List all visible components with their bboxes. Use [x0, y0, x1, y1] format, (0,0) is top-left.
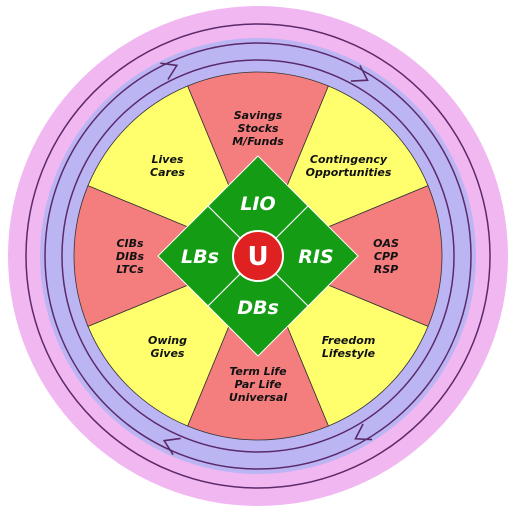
- segment-label-line: Par Life: [234, 378, 282, 391]
- segment-label-line: Savings: [234, 109, 283, 122]
- arrow-head: [350, 65, 369, 82]
- segment-label-line: DIBs: [116, 250, 145, 263]
- segment-label-line: Lives: [152, 153, 184, 166]
- segment-label-line: Universal: [229, 391, 288, 404]
- segment-label-line: OAS: [373, 237, 399, 250]
- arrow-head: [162, 437, 181, 456]
- center-circle: [232, 230, 284, 282]
- segment-label-line: Contingency: [310, 153, 388, 166]
- arrows-group: [160, 62, 373, 456]
- outer-ring-line-2: [44, 42, 472, 470]
- arrow-head: [160, 62, 179, 80]
- circular-arrow-icon: [160, 62, 179, 80]
- outer-ring-line-1: [25, 23, 491, 489]
- segment-label-line: Freedom: [322, 334, 376, 347]
- inner-ring-line: [61, 59, 455, 453]
- segment-label-line: RSP: [374, 263, 398, 276]
- center-label: U: [247, 242, 268, 272]
- core-label-top: LIO: [240, 193, 275, 215]
- core-label-right: RIS: [298, 246, 333, 268]
- segment-label-line: Owing: [148, 334, 187, 347]
- circular-arrow-icon: [350, 65, 369, 82]
- circular-arrow-icon: [162, 437, 181, 456]
- segment-label-line: Term Life: [229, 365, 287, 378]
- segment-label-line: M/Funds: [232, 135, 284, 148]
- segment-label-line: CPP: [374, 250, 398, 263]
- segment-label-line: Stocks: [237, 122, 279, 135]
- circular-arrow-icon: [354, 423, 373, 441]
- segment-label-line: Opportunities: [306, 166, 392, 179]
- segment-label-line: Lifestyle: [322, 347, 376, 360]
- segment-label-line: LTCs: [116, 263, 144, 276]
- core-label-bottom: DBs: [237, 297, 279, 319]
- arrow-head: [354, 423, 373, 441]
- core-label-left: LBs: [181, 246, 219, 268]
- segment-label-line: Gives: [150, 347, 184, 360]
- segment-label-line: Cares: [150, 166, 185, 179]
- segment-label-line: CIBs: [116, 237, 144, 250]
